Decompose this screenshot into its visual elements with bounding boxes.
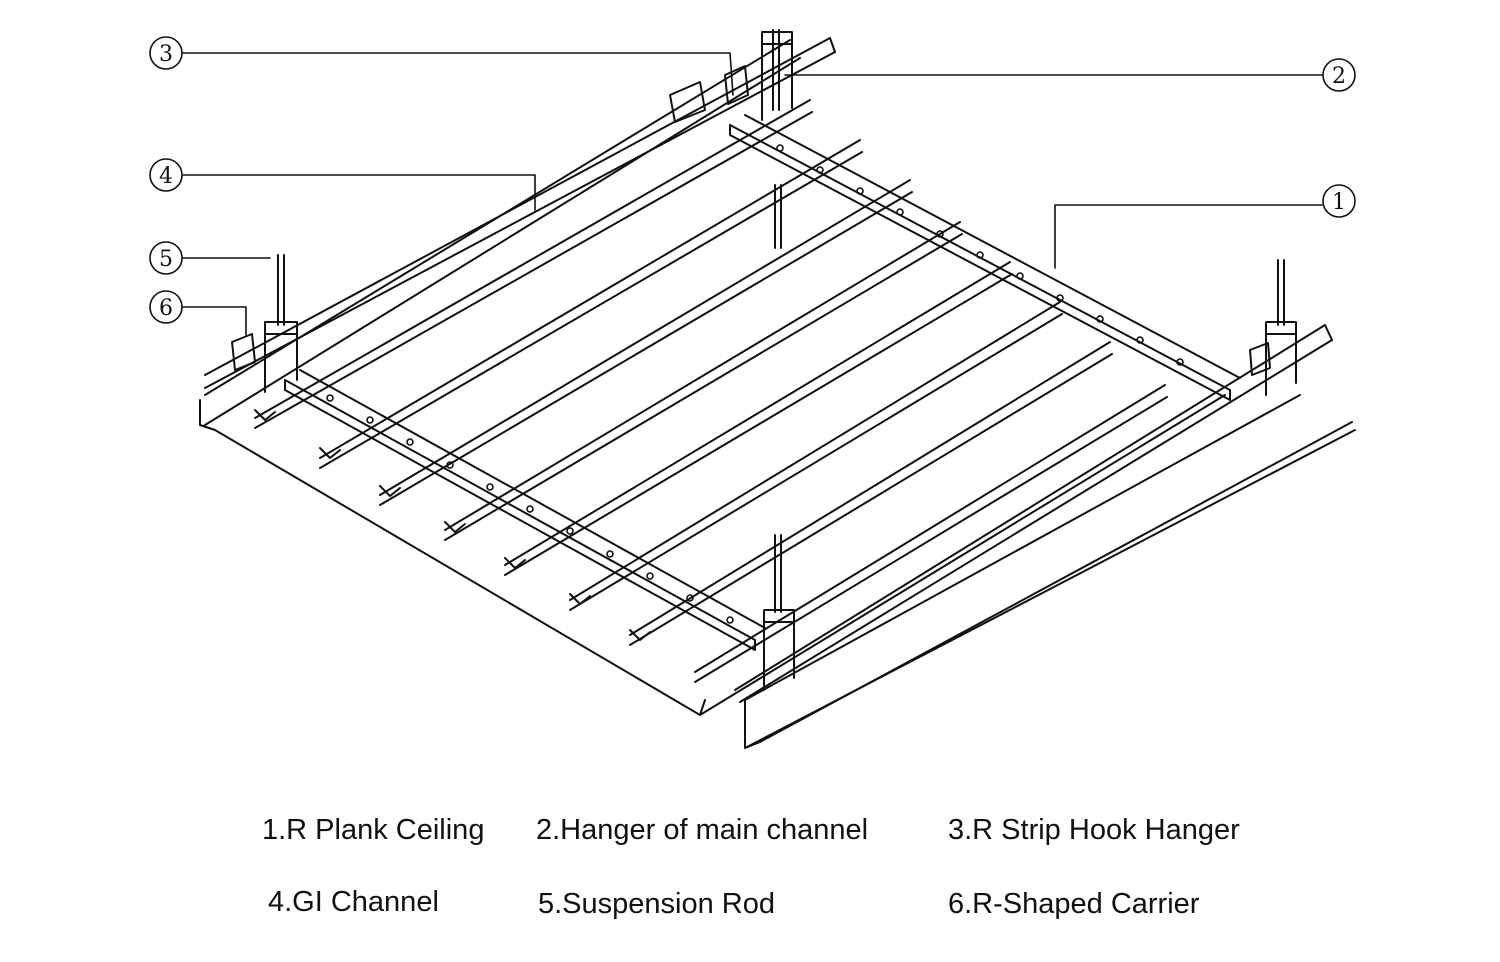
- callout-5: 5: [149, 241, 183, 275]
- legend-item-3: 3.R Strip Hook Hanger: [948, 814, 1240, 846]
- suspension-rod-1: [264, 254, 298, 393]
- ceiling-system-diagram: 3 2 1 4 5 6: [149, 29, 1356, 749]
- legend-item-1: 1.R Plank Ceiling: [262, 814, 485, 846]
- callout-3: 3: [149, 36, 183, 70]
- suspension-rod-2: [761, 29, 793, 121]
- svg-text:2: 2: [1332, 64, 1346, 89]
- callout-1: 1: [1322, 184, 1356, 218]
- svg-text:4: 4: [159, 164, 173, 189]
- gi-channel-front: [734, 324, 1333, 703]
- svg-text:5: 5: [159, 247, 173, 272]
- legend-item-2: 2.Hanger of main channel: [536, 814, 869, 846]
- carrier-rail-left: [284, 369, 766, 651]
- legend-item-6: 6.R-Shaped Carrier: [948, 888, 1200, 920]
- hook-hanger-right: [1249, 342, 1271, 376]
- hook-hanger-left: [231, 333, 256, 371]
- gi-channel-back: [204, 37, 836, 389]
- carrier-rail-right: [729, 114, 1241, 401]
- legend-item-5: 5.Suspension Rod: [538, 888, 775, 920]
- plank-front-edge: [199, 399, 761, 749]
- svg-text:1: 1: [1332, 190, 1346, 215]
- suspension-rod-4: [763, 534, 795, 691]
- suspension-rod-mid: [774, 184, 782, 249]
- svg-text:3: 3: [159, 42, 173, 67]
- suspension-rod-3: [1265, 259, 1297, 396]
- svg-text:6: 6: [159, 296, 173, 321]
- plank-strips: [204, 39, 1356, 749]
- callout-4: 4: [149, 158, 183, 192]
- leader-lines: [182, 52, 1323, 336]
- callout-2: 2: [1322, 58, 1356, 92]
- callout-6: 6: [149, 290, 183, 324]
- legend-item-4: 4.GI Channel: [268, 886, 439, 918]
- hook-hanger-back: [669, 65, 749, 123]
